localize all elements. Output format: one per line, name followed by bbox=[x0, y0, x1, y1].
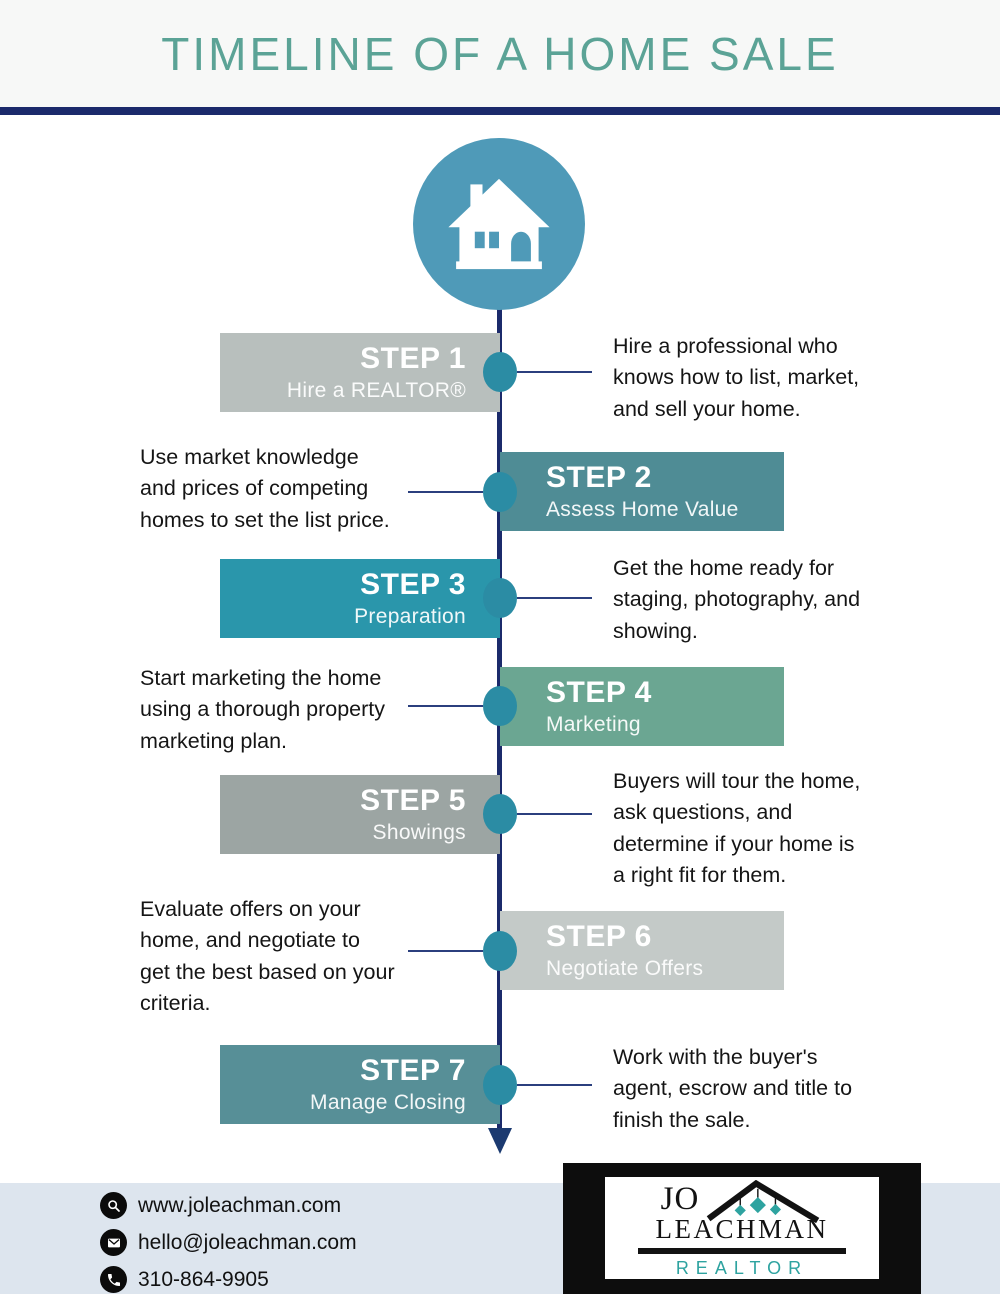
logo-name-bottom: LEACHMAN bbox=[655, 1213, 829, 1244]
step-number: STEP 7 bbox=[360, 1054, 466, 1087]
step-box-2: STEP 2 Assess Home Value bbox=[500, 452, 784, 531]
step-box-7: STEP 7 Manage Closing bbox=[220, 1045, 500, 1124]
step-box-4: STEP 4 Marketing bbox=[500, 667, 784, 746]
logo-divider-bar bbox=[638, 1247, 846, 1254]
logo-name-top: JO bbox=[660, 1180, 700, 1217]
logo-top-row: JO bbox=[660, 1179, 824, 1223]
website-text: www.joleachman.com bbox=[138, 1193, 342, 1217]
step-description-4: Start marketing the home using a thoroug… bbox=[140, 666, 386, 753]
step-number: STEP 5 bbox=[360, 784, 466, 817]
timeline-node-1 bbox=[483, 352, 517, 392]
connector-2 bbox=[408, 491, 483, 493]
realtor-logo: JO LEACHMAN REALTOR bbox=[563, 1163, 921, 1294]
connector-4 bbox=[408, 705, 483, 707]
timeline-node-6 bbox=[483, 931, 517, 971]
house-icon bbox=[413, 138, 585, 310]
step-number: STEP 6 bbox=[546, 920, 652, 953]
connector-5 bbox=[517, 813, 592, 815]
connector-3 bbox=[517, 597, 592, 599]
logo-inner: JO LEACHMAN REALTOR bbox=[605, 1177, 879, 1279]
step-label: Preparation bbox=[354, 605, 466, 628]
step-label: Negotiate Offers bbox=[546, 957, 704, 980]
connector-6 bbox=[408, 950, 483, 952]
step-box-5: STEP 5 Showings bbox=[220, 775, 500, 854]
search-icon bbox=[100, 1192, 127, 1219]
step-label: Assess Home Value bbox=[546, 498, 739, 521]
step-number: STEP 4 bbox=[546, 676, 652, 709]
step-box-6: STEP 6 Negotiate Offers bbox=[500, 911, 784, 990]
step-description-7: Work with the buyer's agent, escrow and … bbox=[613, 1045, 853, 1132]
contact-website: www.joleachman.com bbox=[100, 1192, 341, 1219]
step-label: Showings bbox=[372, 821, 466, 844]
contact-phone: 310-864-9905 bbox=[100, 1266, 269, 1293]
step-label: Hire a REALTOR® bbox=[286, 379, 466, 402]
connector-1 bbox=[517, 371, 592, 373]
step-description-6: Evaluate offers on your home, and negoti… bbox=[140, 897, 395, 1016]
step-box-1: STEP 1 Hire a REALTOR® bbox=[220, 333, 500, 412]
step-description-1: Hire a professional who knows how to lis… bbox=[613, 334, 860, 421]
step-label: Manage Closing bbox=[310, 1091, 466, 1114]
step-number: STEP 2 bbox=[546, 461, 652, 494]
logo-title: REALTOR bbox=[675, 1257, 809, 1278]
step-number: STEP 1 bbox=[360, 342, 466, 375]
envelope-icon bbox=[100, 1229, 127, 1256]
step-description-5: Buyers will tour the home, ask questions… bbox=[613, 769, 861, 888]
step-label: Marketing bbox=[546, 713, 641, 736]
roof-icon bbox=[707, 1179, 820, 1223]
email-text: hello@joleachman.com bbox=[138, 1230, 357, 1254]
phone-text: 310-864-9905 bbox=[138, 1267, 269, 1291]
step-description-3: Get the home ready for staging, photogra… bbox=[613, 556, 861, 643]
timeline-node-3 bbox=[483, 578, 517, 618]
timeline-node-7 bbox=[483, 1065, 517, 1105]
connector-7 bbox=[517, 1084, 592, 1086]
header-divider bbox=[0, 107, 1000, 115]
phone-icon bbox=[100, 1266, 127, 1293]
house-glyph bbox=[448, 178, 550, 270]
timeline-node-5 bbox=[483, 794, 517, 834]
step-box-3: STEP 3 Preparation bbox=[220, 559, 500, 638]
page-title: TIMELINE OF A HOME SALE bbox=[161, 27, 839, 80]
timeline-arrow-icon bbox=[488, 1128, 512, 1154]
contact-email: hello@joleachman.com bbox=[100, 1229, 357, 1256]
header-band: TIMELINE OF A HOME SALE bbox=[0, 0, 1000, 107]
timeline-node-4 bbox=[483, 686, 517, 726]
step-description-2: Use market knowledge and prices of compe… bbox=[140, 445, 390, 532]
timeline-node-2 bbox=[483, 472, 517, 512]
step-number: STEP 3 bbox=[360, 568, 466, 601]
